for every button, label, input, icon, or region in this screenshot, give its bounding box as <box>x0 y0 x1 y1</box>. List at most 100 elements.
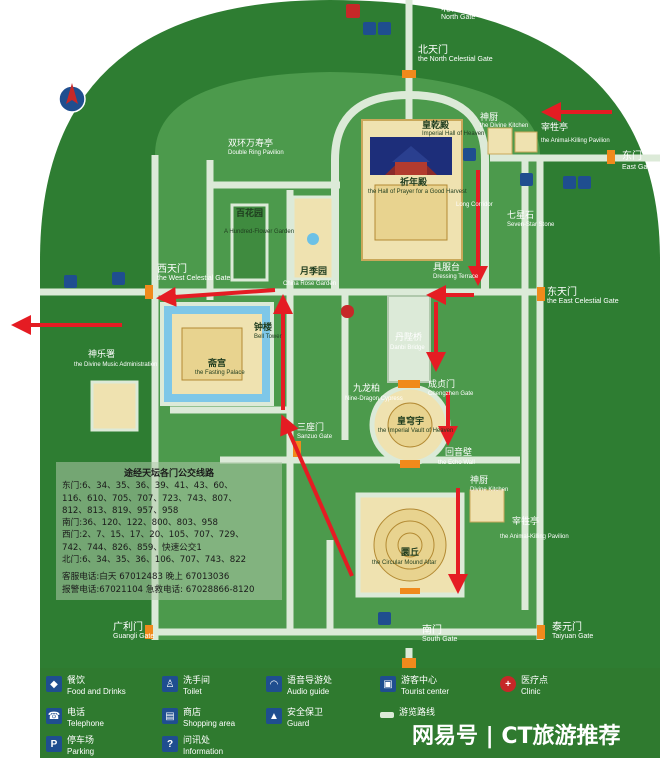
china-rose-label: 月季园 <box>299 265 327 277</box>
hundred-flower-label: 百花园 <box>236 207 263 219</box>
guangli-gate-label: 广利门 <box>113 620 143 633</box>
west-gate-label: 西门 <box>14 279 34 292</box>
bus-east-line3: 812、813、819、957、958 <box>62 505 179 516</box>
food-icon <box>346 4 360 18</box>
toilet-icon <box>378 22 391 35</box>
bus-north-line1: 北门:6、34、35、36、106、707、743、822 <box>62 555 247 566</box>
east-gate-en: East Gate <box>622 164 653 171</box>
divine-kitchen-north <box>487 127 513 155</box>
bell-tower-label: 钟楼 <box>254 321 272 333</box>
service-markers <box>64 4 591 625</box>
telephone-icon <box>378 612 391 625</box>
south-gate-en: South Gate <box>422 636 458 643</box>
bus-west-line1: 西门:2、7、15、17、20、105、707、729、 <box>62 530 244 541</box>
food-icon: ◆ <box>46 676 62 692</box>
taiyuan-gate-en: Taiyuan Gate <box>552 633 593 640</box>
gate-labels: 北门 North Gate 北天门 the North Celestial Ga… <box>2 1 653 643</box>
compass-north-label: 北 <box>68 72 77 83</box>
sanzuo-en: Sanzuo Gate <box>297 434 333 440</box>
killing-pavilion-north <box>514 131 538 153</box>
imperial-vault-label: 皇穹宇 <box>397 415 424 427</box>
guangli-gate-en: Guangli Gate <box>113 633 154 640</box>
china-rose-en: China Rose Garden <box>283 281 336 287</box>
circular-mound-label: 圜丘 <box>401 546 419 558</box>
toilet-icon: ♙ <box>162 676 178 692</box>
killing-pavilion-south-en: the Animal-Killing Pavilion <box>500 534 569 540</box>
divine-music-label: 神乐署 <box>88 348 115 360</box>
nine-dragon-label: 九龙柏 <box>353 382 380 394</box>
divine-kitchen-north-en: the Divine Kitchen <box>480 123 528 129</box>
clinic-icon: + <box>500 676 516 692</box>
seven-star-en: Seven-Star Stone <box>507 222 555 228</box>
toilet-icon <box>112 272 125 285</box>
route-icon <box>380 712 394 718</box>
west-celestial-en: the West Celestial Gate <box>157 275 231 282</box>
north-gate-label: 北门 <box>441 1 461 14</box>
fasting-palace-en: the Fasting Palace <box>195 370 245 376</box>
bell-tower-en: Bell Tower <box>254 334 282 340</box>
prayer-hall-en: the Hall of Prayer for a Good Harvest <box>368 189 467 195</box>
echo-wall-en: the Echo Wall <box>438 460 475 466</box>
bus-west-line2: 742、744、826、859、快速公交1 <box>62 542 202 553</box>
guard-icon: ▲ <box>266 708 282 724</box>
killing-pavilion-north-label: 宰牲亭 <box>541 121 568 133</box>
parking-icon: P <box>46 736 62 752</box>
danbi-label: 丹陛桥 <box>395 331 422 343</box>
clinic-icon <box>341 305 354 318</box>
north-temple-enclosure <box>331 90 489 295</box>
north-celestial-en: the North Celestial Gate <box>418 56 493 63</box>
divine-kitchen-south <box>469 489 505 523</box>
chengzhen-en: Chengzhen Gate <box>428 391 474 397</box>
double-ring-label: 双环万寿亭 <box>228 137 273 149</box>
divine-kitchen-north-label: 神厨 <box>480 111 498 123</box>
killing-pavilion-north-en: the Animal-Killing Pavilion <box>541 138 610 144</box>
prayer-hall-label: 祈年殿 <box>400 176 428 188</box>
imperial-vault-en: the Imperial Vault of Heaven <box>378 428 453 434</box>
west-celestial-label: 西天门 <box>157 262 187 275</box>
danbi-en: Danbi Bridge <box>390 345 425 351</box>
bus-east-line1: 东门:6、34、35、36、39、41、43、60、 <box>62 481 233 492</box>
compass-needle-icon <box>66 83 78 104</box>
service-phone: 客服电话:白天 67012483 晚上 67013036 <box>62 572 230 583</box>
divine-music-en: the Divine Music Administration <box>74 362 157 368</box>
site-labels: 皇乾殿 Imperial Hall of Heaven 祈年殿 the Hall… <box>74 111 610 566</box>
echo-wall-label: 回音壁 <box>445 446 472 458</box>
shopping-icon <box>563 176 576 189</box>
hundred-flower-garden <box>230 203 269 282</box>
watermark: 网易号 | CT旅游推荐 <box>412 724 621 749</box>
telephone-icon: ☎ <box>46 708 62 724</box>
dressing-en: Dressing Terrace <box>433 274 479 280</box>
long-corridor-en: Long Corridor <box>456 202 493 208</box>
east-celestial-en: the East Celestial Gate <box>547 298 619 305</box>
telephone-icon <box>64 275 77 288</box>
taiyuan-gate-label: 泰元门 <box>552 620 582 633</box>
prayer-hall-inner <box>374 184 448 241</box>
bus-east-line2: 116、610、705、707、723、743、807、 <box>62 493 237 504</box>
seven-star-label: 七星石 <box>507 210 534 221</box>
hundred-flower-en: A Hundred-Flower Garden <box>224 229 294 235</box>
dressing-label: 具服台 <box>433 261 460 273</box>
audio-guide-icon: ◠ <box>266 676 282 692</box>
telephone-icon <box>463 148 476 161</box>
east-celestial-label: 东天门 <box>547 285 577 298</box>
west-gate-en: West Gate <box>2 295 35 302</box>
tour-route <box>11 102 612 594</box>
danbi-bridge <box>387 295 431 383</box>
imperial-hall-en: Imperial Hall of Heaven <box>422 131 484 137</box>
bus-info-panel: 途经天坛各门公交线路 东门:6、34、35、36、39、41、43、60、 11… <box>56 462 282 600</box>
legend-route: 游览路线 <box>380 708 435 719</box>
chengzhen-label: 成贞门 <box>428 378 455 390</box>
toilet-icon <box>363 22 376 35</box>
sanzuo-label: 三座门 <box>297 421 324 433</box>
